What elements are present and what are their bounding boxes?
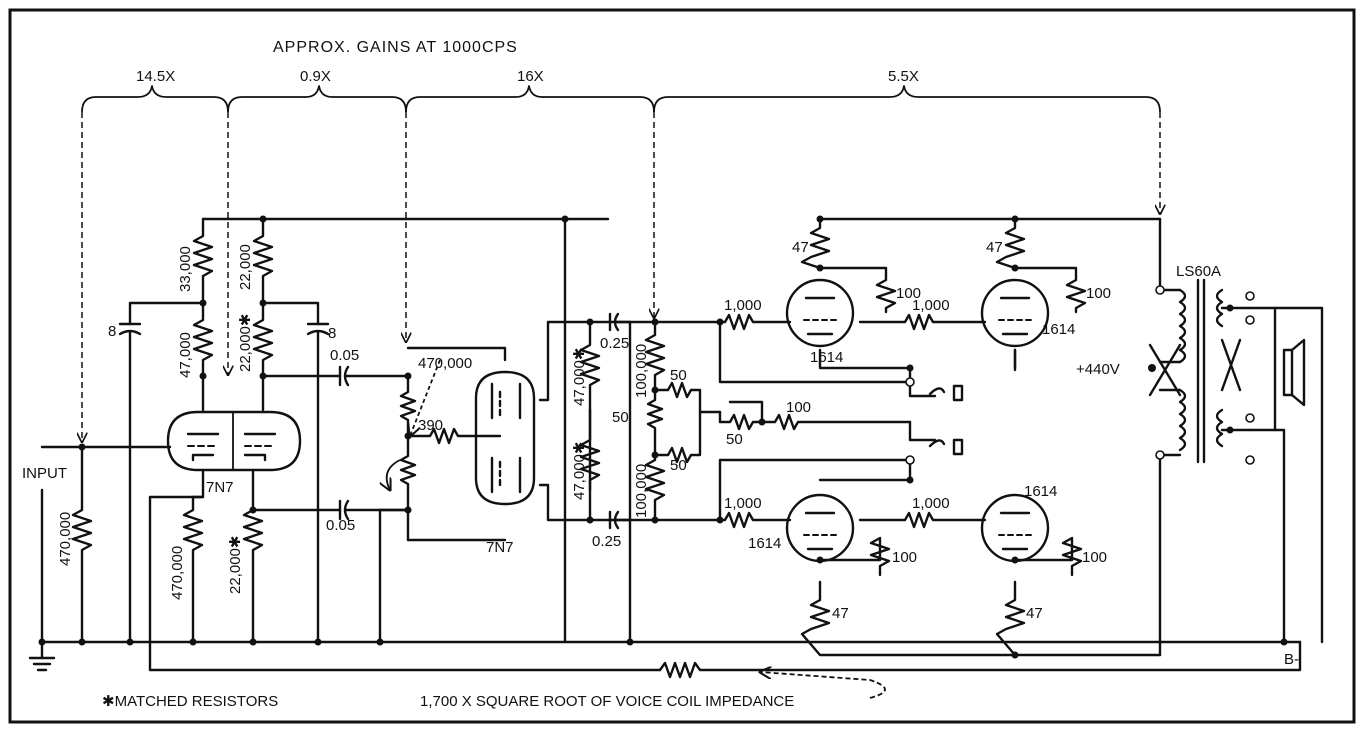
gain-label-stage2: 0.9X [300, 68, 331, 85]
value-r3-upper: 47,000✱ [571, 348, 588, 406]
value-r100-c: 100 [892, 549, 917, 566]
value-pot-470k: 470,000 [418, 355, 472, 372]
output-tubes [785, 278, 1050, 563]
value-r1-load: 47,000 [177, 332, 194, 378]
value-r47-c: 47 [832, 605, 849, 622]
transformer-label: LS60A [1176, 263, 1221, 280]
output-transformer [1148, 278, 1324, 644]
tube-label-7n7-2: 7N7 [486, 539, 514, 556]
value-r100-a: 100 [896, 285, 921, 302]
gain-label-stage1: 14.5X [136, 68, 175, 85]
gain-label-stage3: 16X [517, 68, 544, 85]
value-r47-b: 47 [986, 239, 1003, 256]
value-c6: 0.25 [592, 533, 621, 550]
tube-label-1614-d: 1614 [1024, 483, 1057, 500]
feedback-resistor [658, 640, 1302, 679]
stage1-dots [38, 215, 569, 646]
value-r47-d: 47 [1026, 605, 1043, 622]
stage3-wiring [579, 312, 912, 530]
tube-label-1614-c: 1614 [748, 535, 781, 552]
value-r2-plate: 22,000 [237, 244, 254, 290]
value-r1000-d: 1,000 [912, 495, 950, 512]
value-r1000-a: 1,000 [724, 297, 762, 314]
value-r2-load: 22,000✱ [237, 314, 254, 372]
value-r4-upper: 100,000 [633, 344, 650, 398]
value-r100-bal: 100 [786, 399, 811, 416]
b-minus-label: B- [1284, 651, 1299, 668]
value-c2: 8 [328, 325, 336, 342]
value-c5: 0.25 [600, 335, 629, 352]
value-r2-cathode: 22,000✱ [227, 536, 244, 594]
tube-label-1614-a: 1614 [810, 349, 843, 366]
value-r4-lower: 100,000 [633, 464, 650, 518]
feedback-arrow [760, 672, 886, 699]
value-r1000-b: 1,000 [912, 297, 950, 314]
value-r390: 390 [418, 417, 443, 434]
value-r100-d: 100 [1082, 549, 1107, 566]
value-r1000-c: 1,000 [724, 495, 762, 512]
gain-brackets [81, 85, 1161, 113]
value-c3: 0.05 [330, 347, 359, 364]
tube-label-1614-b: 1614 [1042, 321, 1075, 338]
value-c1: 8 [108, 323, 116, 340]
value-r47-a: 47 [792, 239, 809, 256]
tube-label-7n7-1: 7N7 [206, 479, 234, 496]
stage2-pot-arrow [387, 359, 441, 490]
tube-7n7-first [166, 410, 302, 472]
value-r50-lower: 50 [670, 457, 687, 474]
supply-label: +440V [1076, 361, 1120, 378]
transformer-terminals [1148, 285, 1288, 646]
diagram-border [8, 8, 1356, 724]
output-dots [816, 215, 1019, 659]
value-r50-mid: 50 [612, 409, 629, 426]
gains-title: APPROX. GAINS AT 1000CPS [273, 39, 518, 56]
feedback-note: 1,700 X SQUARE ROOT OF VOICE COIL IMPEDA… [420, 693, 794, 710]
value-r50-upper: 50 [670, 367, 687, 384]
value-c4: 0.05 [326, 517, 355, 534]
value-r1-cathode: 470,000 [169, 546, 186, 600]
value-r50-bal: 50 [726, 431, 743, 448]
tube-7n7-second [474, 370, 536, 506]
matched-note: ✱MATCHED RESISTORS [102, 693, 278, 710]
output-wiring [718, 217, 1162, 657]
value-r-input: 470,000 [57, 512, 74, 566]
value-r100-b: 100 [1086, 285, 1111, 302]
value-r3-lower: 47,000✱ [571, 442, 588, 500]
gain-dashed-leaders [82, 112, 1160, 442]
gain-label-stage4: 5.5X [888, 68, 919, 85]
value-r1-plate: 33,000 [177, 246, 194, 292]
input-label: INPUT [22, 465, 67, 482]
